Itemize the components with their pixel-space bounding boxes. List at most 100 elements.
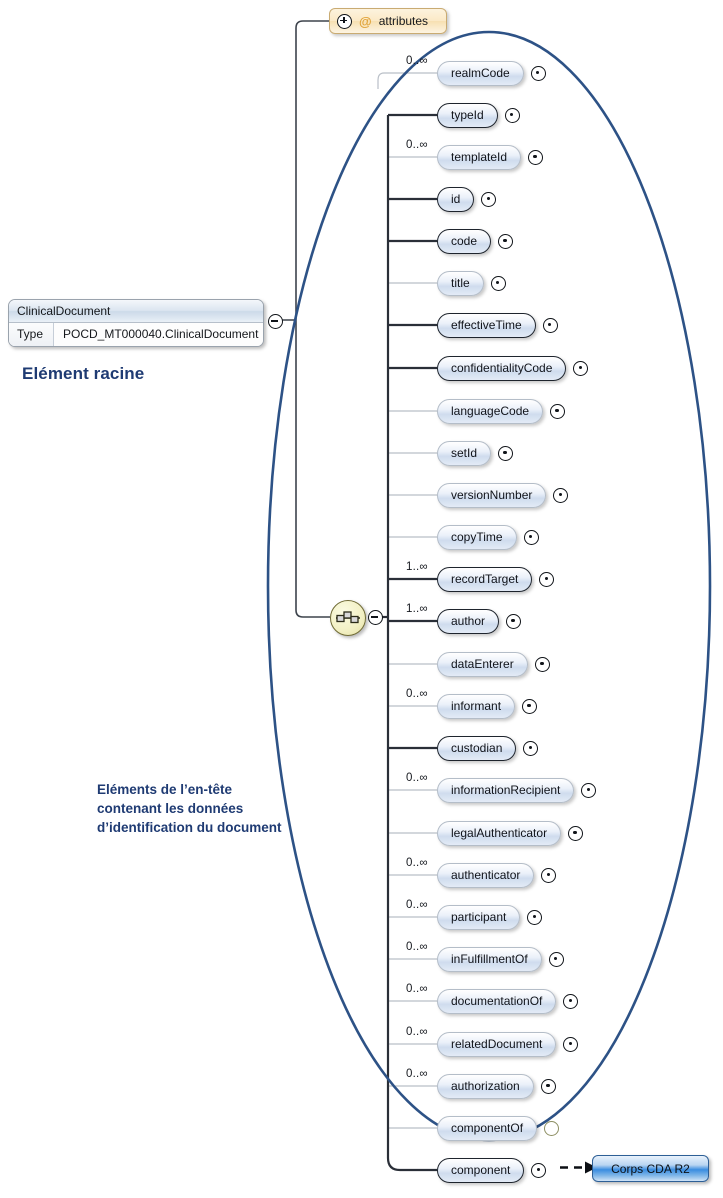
element-label: recordTarget [451,571,519,586]
element-row: confidentialityCode [437,353,589,383]
element-label: confidentialityCode [451,360,553,375]
element-row: code [437,226,514,256]
element-expand-icon[interactable] [563,1036,579,1052]
cardinality-label: 1..∞ [406,603,428,615]
element-row: dataEnterer [437,649,550,679]
element-expand-icon[interactable] [481,191,497,207]
element-node-versionNumber[interactable]: versionNumber [437,482,547,508]
element-node-copyTime[interactable]: copyTime [437,524,517,550]
element-expand-icon[interactable] [523,740,539,756]
element-row: authenticator [437,860,557,890]
element-node-inFulfillmentOf[interactable]: inFulfillmentOf [437,946,542,972]
element-expand-icon[interactable] [553,487,569,503]
element-label: versionNumber [451,487,533,502]
element-expand-icon[interactable] [534,656,550,672]
element-expand-icon[interactable] [563,993,579,1009]
corps-cda-box[interactable]: Corps CDA R2 [592,1155,709,1182]
element-node-confidentialityCode[interactable]: confidentialityCode [437,355,567,381]
element-label: documentationOf [451,993,543,1008]
at-symbol-icon: @ [359,13,372,29]
element-expand-icon[interactable] [498,445,514,461]
element-row: componentOf [437,1113,560,1143]
element-expand-icon[interactable] [522,698,538,714]
root-collapse-toggle[interactable] [268,314,283,329]
element-node-author[interactable]: author [437,608,500,634]
element-expand-icon[interactable] [550,403,566,419]
element-label: legalAuthenticator [451,825,548,840]
element-label: informationRecipient [451,782,561,797]
sequence-compositor-icon[interactable] [330,600,366,636]
element-expand-icon[interactable] [539,571,555,587]
element-node-informant[interactable]: informant [437,693,516,719]
element-node-authenticator[interactable]: authenticator [437,862,535,888]
element-node-participant[interactable]: participant [437,904,521,930]
element-node-authorization[interactable]: authorization [437,1073,534,1099]
element-row: authorization [437,1071,556,1101]
element-row: copyTime [437,522,539,552]
element-expand-icon[interactable] [498,233,514,249]
element-expand-icon[interactable] [528,149,544,165]
element-node-componentOf[interactable]: componentOf [437,1115,538,1141]
element-label: typeId [451,107,484,122]
element-expand-icon[interactable] [530,65,546,81]
sequence-glyph [336,611,360,624]
element-row: languageCode [437,396,566,426]
element-expand-icon[interactable] [504,107,520,123]
element-expand-icon[interactable] [523,529,539,545]
element-label: custodian [451,740,503,755]
element-row: id [437,184,497,214]
element-row: component [437,1155,547,1185]
root-element-box[interactable]: ClinicalDocument Type POCD_MT000040.Clin… [8,299,264,347]
cardinality-label: 0..∞ [406,688,428,700]
attributes-node[interactable]: @ attributes [329,8,447,34]
element-expand-icon[interactable] [548,951,564,967]
element-node-relatedDocument[interactable]: relatedDocument [437,1031,557,1057]
element-node-documentationOf[interactable]: documentationOf [437,988,557,1014]
element-label: component [451,1162,511,1177]
element-expand-icon[interactable] [573,360,589,376]
root-type-row: Type POCD_MT000040.ClinicalDocument [9,323,263,346]
sequence-collapse-toggle[interactable] [368,610,383,625]
element-node-title[interactable]: title [437,270,484,296]
element-expand-icon[interactable] [490,275,506,291]
element-node-realmCode[interactable]: realmCode [437,60,524,86]
element-node-id[interactable]: id [437,186,475,212]
element-node-code[interactable]: code [437,228,492,254]
element-expand-icon[interactable] [541,867,557,883]
element-node-templateId[interactable]: templateId [437,144,522,170]
element-row: author [437,606,522,636]
cardinality-label: 0..∞ [406,941,428,953]
element-expand-icon[interactable] [531,1162,547,1178]
element-label: dataEnterer [451,656,514,671]
element-node-informationRecipient[interactable]: informationRecipient [437,777,575,803]
element-expand-icon[interactable] [540,1078,556,1094]
element-expand-icon[interactable] [568,825,584,841]
element-label: inFulfillmentOf [451,951,528,966]
element-row: typeId [437,100,520,130]
element-expand-icon[interactable] [542,317,558,333]
attributes-expand-icon[interactable] [337,13,352,29]
root-type-value: POCD_MT000040.ClinicalDocument [63,327,259,341]
element-node-setId[interactable]: setId [437,440,492,466]
element-label: id [451,191,461,206]
element-row: documentationOf [437,986,579,1016]
element-node-component[interactable]: component [437,1157,525,1183]
element-node-languageCode[interactable]: languageCode [437,398,544,424]
element-label: authorization [451,1078,520,1093]
element-expand-icon[interactable] [581,782,597,798]
element-label: title [451,275,470,290]
element-node-dataEnterer[interactable]: dataEnterer [437,651,528,677]
element-node-effectiveTime[interactable]: effectiveTime [437,312,536,338]
cardinality-label: 1..∞ [406,561,428,573]
element-node-recordTarget[interactable]: recordTarget [437,566,533,592]
element-node-custodian[interactable]: custodian [437,735,517,761]
element-node-typeId[interactable]: typeId [437,102,498,128]
connector-lines [276,20,437,1172]
element-row: realmCode [437,58,546,88]
element-expand-icon[interactable] [506,613,522,629]
element-node-legalAuthenticator[interactable]: legalAuthenticator [437,820,562,846]
element-row: informant [437,691,538,721]
element-expand-icon[interactable] [527,909,543,925]
element-row: recordTarget [437,564,555,594]
